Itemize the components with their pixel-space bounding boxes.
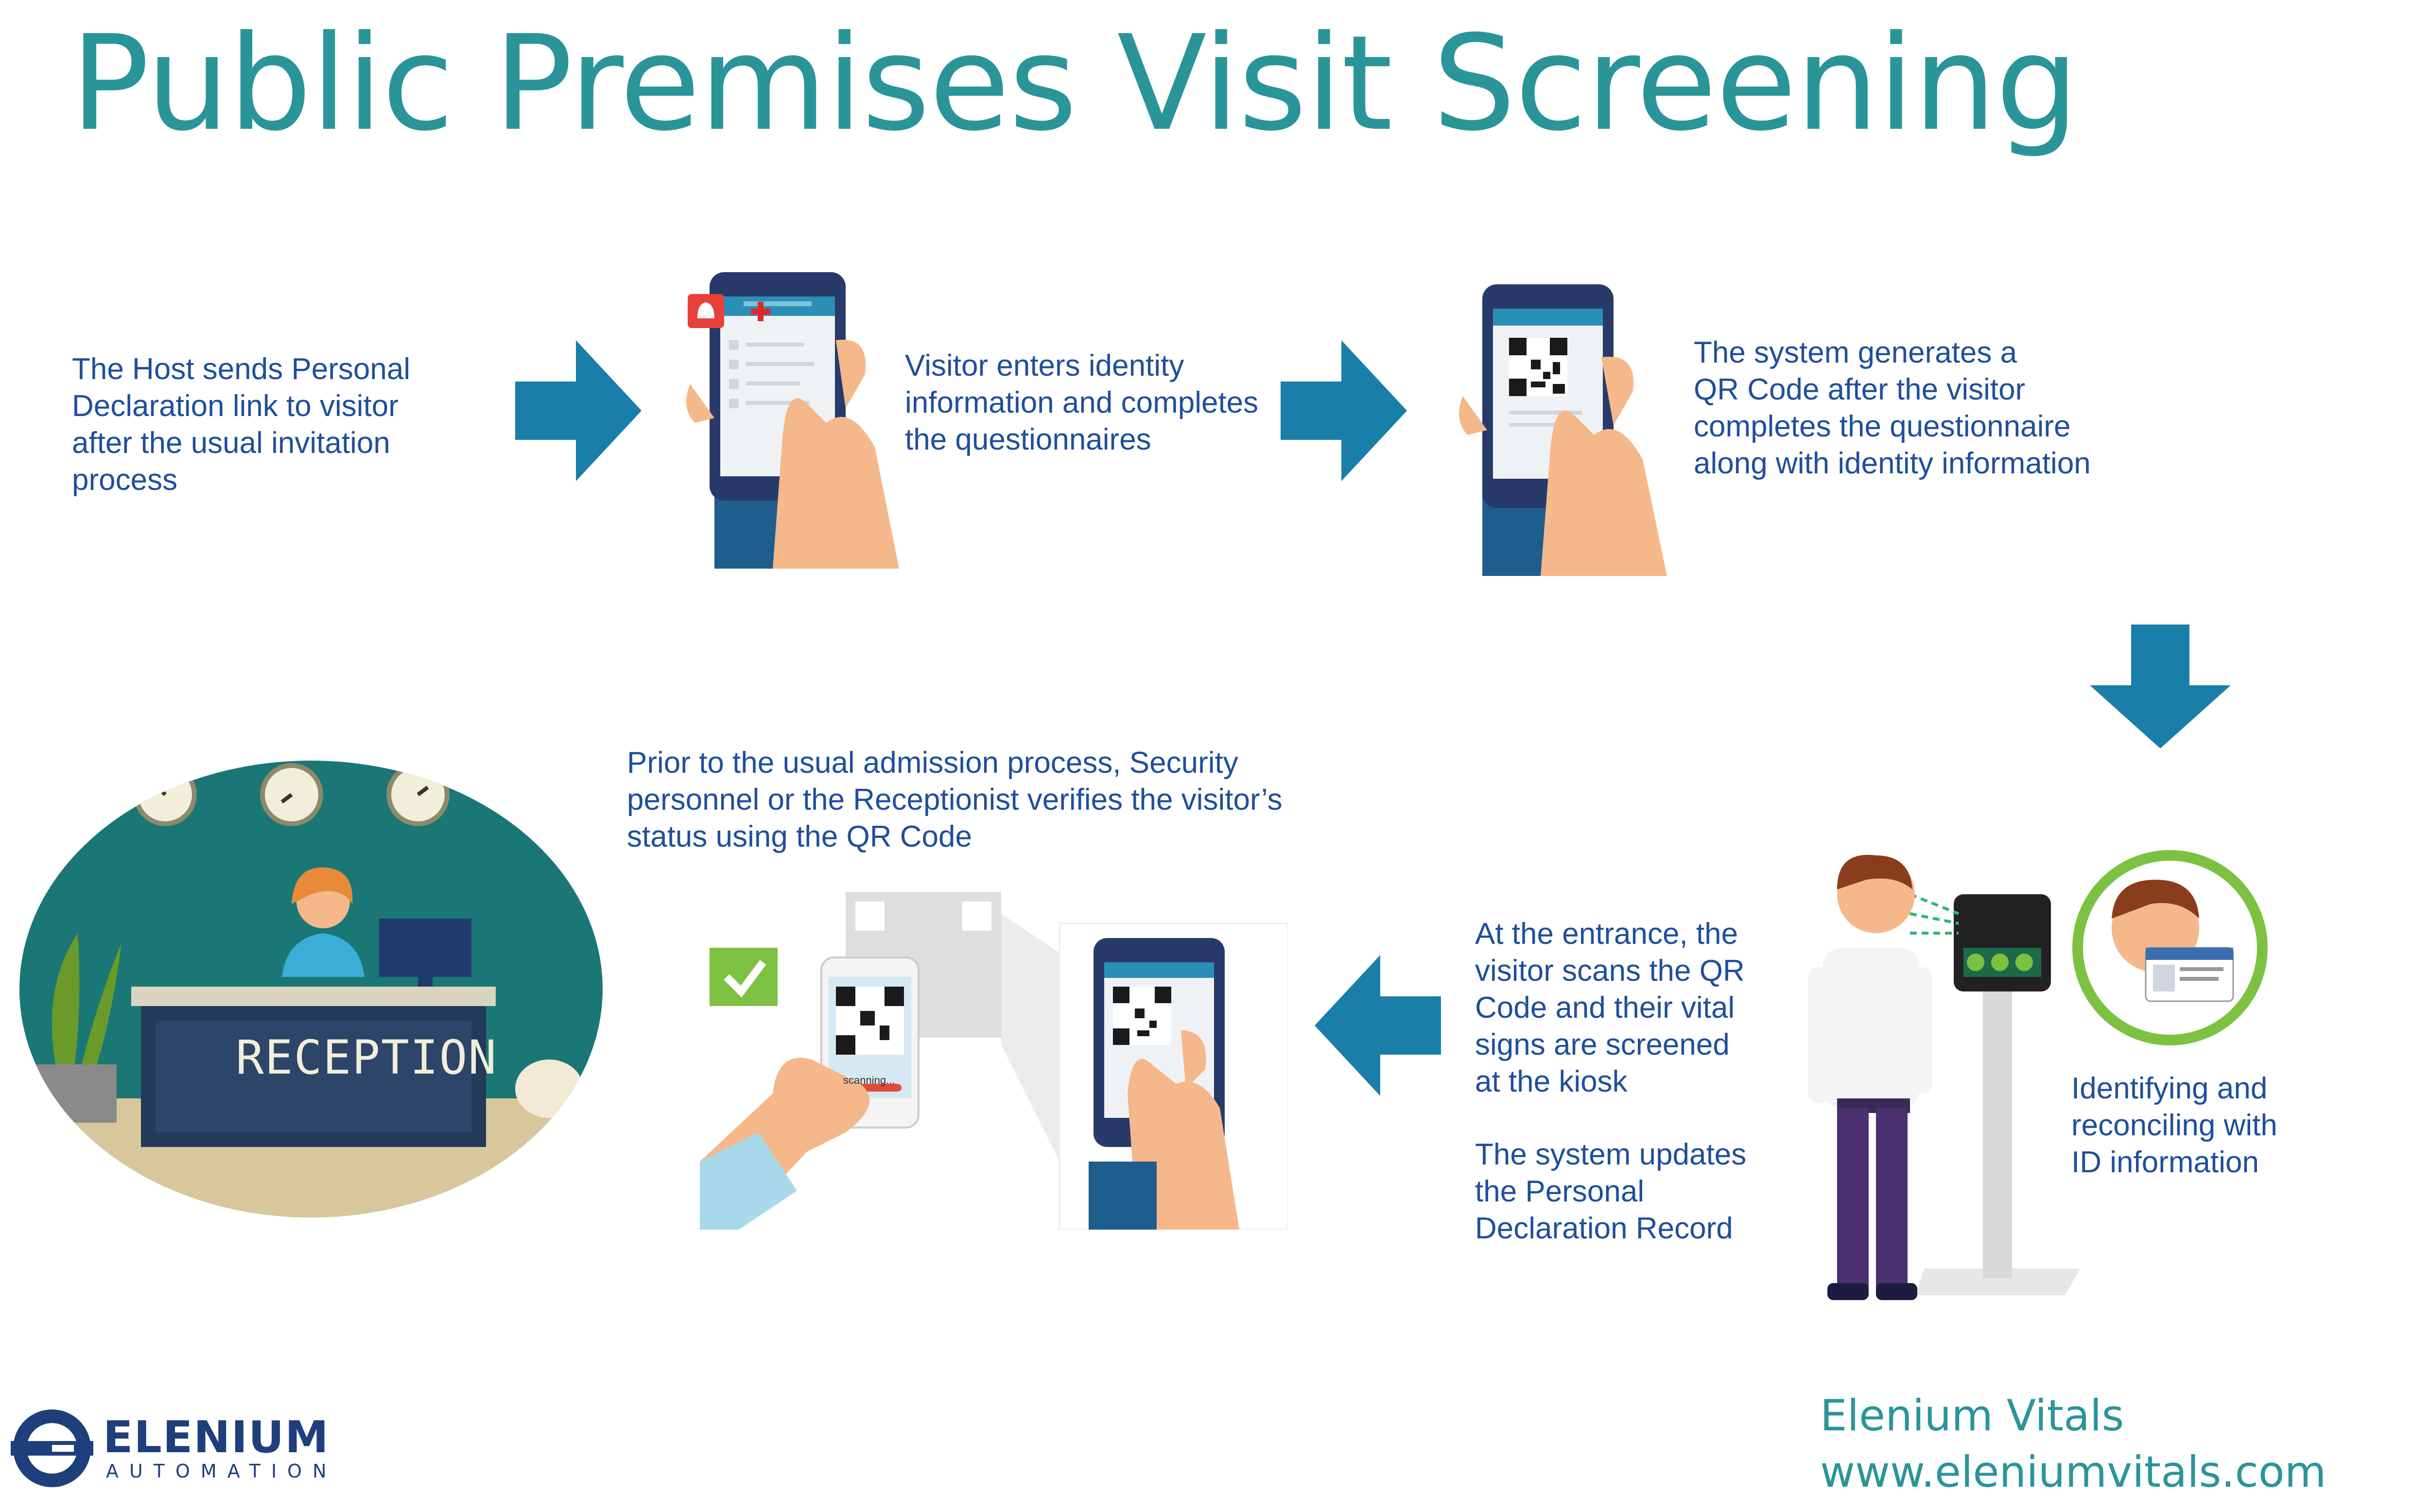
text-line: the questionnaires xyxy=(905,423,1151,456)
scanning-label: scanning... xyxy=(843,1074,895,1086)
step-system-updates-text: The system updates the Personal Declarat… xyxy=(1475,1136,1746,1247)
text-line: Identifying and xyxy=(2071,1072,2268,1105)
text-line: after the usual invitation xyxy=(72,426,390,460)
arrow-down-icon xyxy=(2090,625,2231,748)
text-line: The system generates a xyxy=(1694,336,2017,369)
text-line: At the entrance, the xyxy=(1475,917,1738,951)
id-verification-icon xyxy=(2072,850,2268,1045)
text-line: signs are screened xyxy=(1475,1028,1730,1061)
step-visitor-enters-text: Visitor enters identity information and … xyxy=(905,348,1258,458)
brand-product: Elenium Vitals xyxy=(1820,1390,2124,1441)
step-identifying-text: Identifying and reconciling with ID info… xyxy=(2071,1070,2277,1181)
arrow-left-icon xyxy=(1315,955,1441,1096)
reception-illustration xyxy=(19,761,603,1217)
page-title: Public Premises Visit Screening xyxy=(70,7,2079,160)
step-system-generates-text: The system generates a QR Code after the… xyxy=(1694,334,2091,482)
text-line: Declaration link to visitor xyxy=(72,389,399,423)
text-line: completes the questionnaire xyxy=(1694,410,2071,443)
reception-sign: RECEPTION xyxy=(236,1030,498,1085)
logo-sub: AUTOMATION xyxy=(106,1460,337,1482)
text-line: The system updates xyxy=(1475,1138,1747,1171)
text-line: information and completes xyxy=(905,386,1259,419)
step-prior-admission-text: Prior to the usual admission process, Se… xyxy=(627,745,1283,855)
kiosk-person-illustration xyxy=(1808,854,2080,1300)
text-line: reconciling with xyxy=(2071,1109,2277,1142)
phone-form-illustration xyxy=(686,272,899,569)
arrow-right-icon xyxy=(1281,340,1407,481)
text-line: process xyxy=(72,463,178,497)
text-line: visitor scans the QR xyxy=(1475,954,1745,988)
text-line: The Host sends Personal xyxy=(72,352,411,386)
brand-website-link[interactable]: www.eleniumvitals.com xyxy=(1820,1447,2326,1497)
phone-qr-illustration xyxy=(1459,284,1667,576)
text-line: status using the QR Code xyxy=(627,820,972,853)
text-line: at the kiosk xyxy=(1475,1065,1628,1098)
text-line: personnel or the Receptionist verifies t… xyxy=(627,783,1283,817)
text-line: Code and their vital xyxy=(1475,991,1735,1025)
text-line: Declaration Record xyxy=(1475,1212,1733,1245)
step-host-sends-text: The Host sends Personal Declaration link… xyxy=(72,351,410,499)
text-line: along with identity information xyxy=(1694,447,2091,480)
text-line: QR Code after the visitor xyxy=(1694,373,2026,406)
text-line: Visitor enters identity xyxy=(905,349,1184,382)
logo-name: ELENIUM xyxy=(103,1412,330,1463)
text-line: the Personal xyxy=(1475,1175,1645,1208)
qr-scanning-illustration xyxy=(700,892,1288,1230)
text-line: Prior to the usual admission process, Se… xyxy=(627,746,1238,780)
elenium-logo-icon xyxy=(11,1409,93,1487)
step-entrance-scan-text: At the entrance, the visitor scans the Q… xyxy=(1475,916,1745,1100)
arrow-right-icon xyxy=(515,340,642,481)
text-line: ID information xyxy=(2071,1146,2259,1179)
